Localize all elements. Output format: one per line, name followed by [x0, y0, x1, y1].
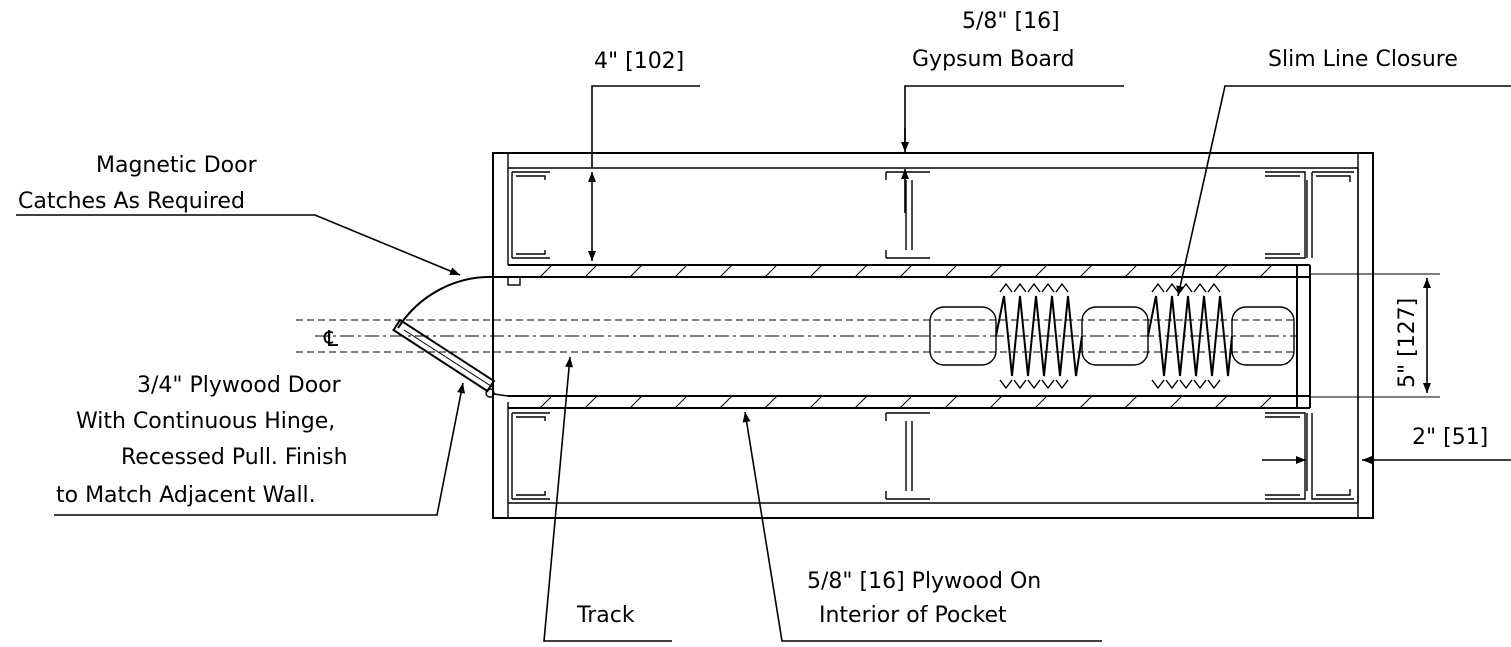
stud-top-left: [511, 171, 550, 259]
dimensions: 4" [102] 5/8" [16] Gypsum Board 5" [127]…: [588, 9, 1511, 472]
dim-5in-text: 5" [127]: [1395, 298, 1420, 388]
stud-end-upper: [1306, 171, 1354, 258]
gypsum-label-text: Gypsum Board: [912, 47, 1075, 72]
stud-end-lower: [1306, 413, 1354, 500]
plywood-hatch-top: [539, 264, 1273, 278]
door-assembly: [392, 275, 509, 398]
slim-line-text: Slim Line Closure: [1268, 47, 1458, 72]
hinge-pin: [485, 388, 495, 398]
dim-2in-text: 2" [51]: [1412, 425, 1488, 450]
door-inner-line: [403, 329, 495, 389]
pocket-plywood-bottom: [508, 395, 1310, 409]
track-text: Track: [576, 603, 635, 628]
stud-bot-left: [511, 412, 550, 500]
plywood-door-text-2: With Continuous Hinge,: [76, 409, 335, 434]
magnetic-text-1: Magnetic Door: [96, 153, 258, 178]
track-leader: [543, 356, 672, 642]
slim-line-leader: [1176, 85, 1511, 297]
centerlines: [296, 319, 1297, 353]
plywood-door-text-1: 3/4" Plywood Door: [137, 373, 342, 398]
closure-block-1: [929, 306, 997, 366]
centerline-symbol: ℄: [323, 327, 339, 352]
magnetic-catch-block: [507, 276, 521, 286]
slim-line-closure: [929, 282, 1295, 390]
dim-4in-leader: [591, 85, 700, 168]
spring-coil-1: [995, 295, 1083, 377]
callouts: Slim Line Closure Magnetic Door Catches …: [16, 47, 1511, 642]
plywood-door-text-4: to Match Adjacent Wall.: [56, 483, 316, 508]
gypsum-size-text: 5/8" [16]: [962, 9, 1060, 34]
magnetic-leader: [16, 214, 461, 276]
pocket-plywood-top: [508, 264, 1310, 278]
stud-bot-mid: [885, 412, 930, 500]
hinge-link: [493, 393, 509, 397]
spring-end-arrows: [999, 282, 1221, 390]
magnetic-text-2: Catches As Required: [18, 189, 245, 214]
gypsum-board-bottom: [507, 402, 1358, 518]
pocket-end-jamb: [1296, 265, 1311, 408]
dim-4in-text: 4" [102]: [594, 49, 684, 74]
plywood-door-text-3: Recessed Pull. Finish: [121, 445, 348, 470]
gypsum-leader: [904, 85, 1124, 150]
wall-assembly: [492, 152, 1374, 519]
plywood-hatch-bottom: [539, 395, 1273, 409]
stud-top-right: [1265, 171, 1306, 259]
stud-bot-right: [1265, 412, 1306, 500]
door-swing-arc: [397, 275, 508, 329]
plywood-door-leader: [54, 382, 465, 516]
spring-coil-2: [1147, 295, 1233, 377]
stud-top-mid: [885, 171, 930, 259]
plywood-interior-text-2: Interior of Pocket: [819, 603, 1007, 628]
plywood-interior-leader: [742, 411, 1102, 642]
plywood-interior-text-1: 5/8" [16] Plywood On: [807, 569, 1041, 594]
